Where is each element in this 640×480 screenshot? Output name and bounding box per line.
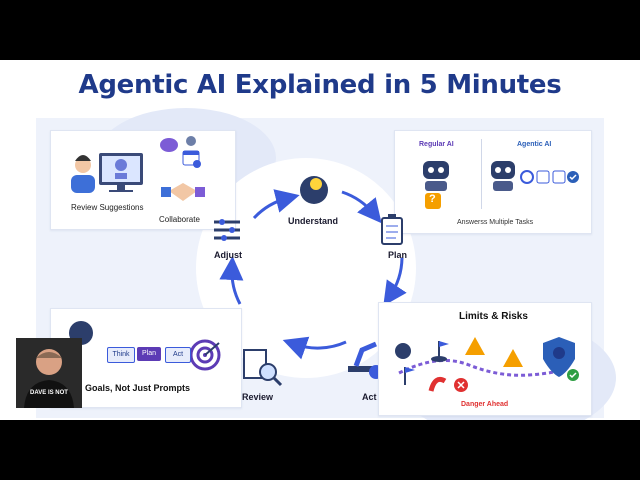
goal-step-think: Think [107, 347, 135, 363]
question-mark-text: ? [429, 193, 436, 205]
ai-comparison-panel: Regular AI Agentic AI ? Answerss Mu [394, 130, 592, 234]
presenter-webcam: DAVE IS NOT [16, 338, 82, 408]
limits-risks-title: Limits & Risks [459, 311, 528, 322]
danger-ahead-label: Danger Ahead [461, 401, 509, 408]
cycle-plan-label: Plan [388, 250, 408, 260]
cycle-review-label: Review [242, 392, 274, 402]
limits-risks-panel: Limits & Risks Danger Ahead [378, 302, 592, 416]
video-frame: Agentic AI Explained in 5 Minutes [0, 60, 640, 420]
comparison-art [423, 161, 579, 209]
review-collaborate-art [71, 136, 205, 201]
cycle-adjust-label: Adjust [214, 250, 242, 260]
cycle-act-label: Act [362, 392, 377, 402]
page-title: Agentic AI Explained in 5 Minutes [78, 70, 562, 100]
goal-step-plan: Plan [137, 347, 161, 361]
review-collaborate-panel: Review Suggestions Collaborate [50, 130, 236, 230]
goal-step-act: Act [165, 347, 191, 363]
collaborate-label: Collaborate [159, 215, 200, 224]
comparison-caption: Answerss Multiple Tasks [457, 219, 534, 226]
agentic-ai-title: Agentic AI [517, 141, 552, 148]
presenter-shirt-text: DAVE IS NOT [30, 390, 68, 396]
cycle-arrows [214, 176, 407, 387]
comparison-divider [481, 139, 482, 209]
presenter-avatar [16, 338, 82, 408]
cycle-understand-label: Understand [288, 216, 339, 226]
infographic-canvas: Review Suggestions Collaborate Regular A… [36, 108, 616, 420]
review-suggestions-label: Review Suggestions [71, 203, 144, 212]
limits-risks-art [395, 337, 579, 392]
goals-caption: Goals, Not Just Prompts [85, 383, 191, 393]
regular-ai-title: Regular AI [419, 141, 454, 148]
